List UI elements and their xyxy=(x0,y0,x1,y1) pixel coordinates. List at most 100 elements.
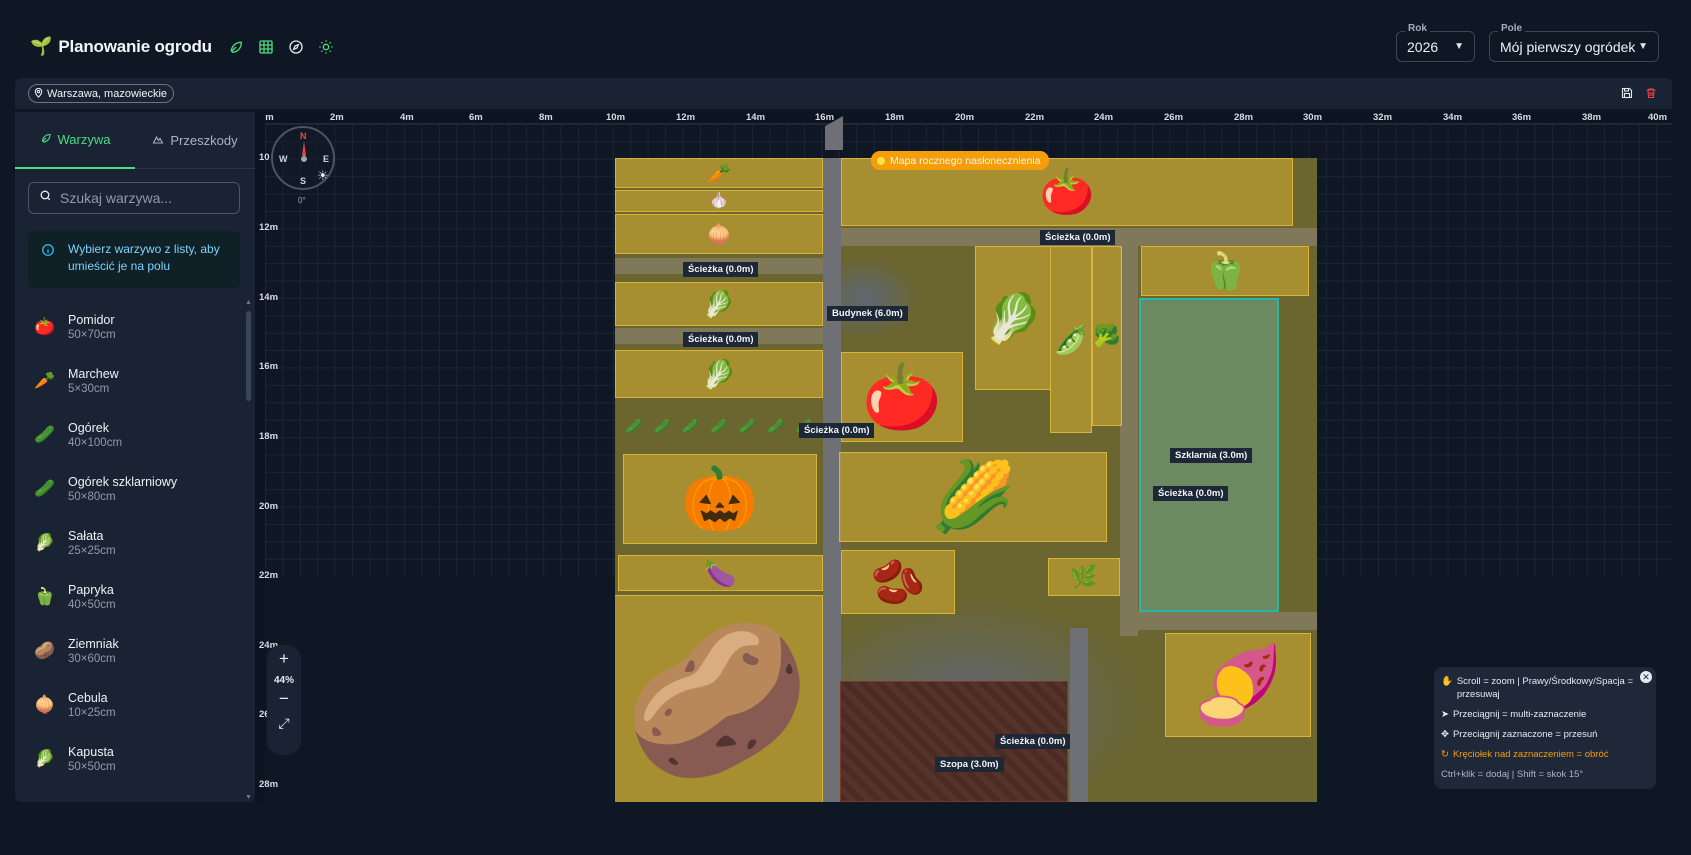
vegetable-name: Ogórek xyxy=(68,421,109,435)
compass-center xyxy=(301,156,307,162)
fit-view-icon[interactable]: ⤢ xyxy=(278,715,290,731)
bed-onion[interactable]: 🧅 xyxy=(615,214,823,254)
vegetable-name: Papryka xyxy=(68,583,114,597)
close-icon[interactable]: ✕ xyxy=(1640,671,1652,683)
path-label: Ścieżka (0.0m) xyxy=(683,332,759,347)
sun-icon[interactable] xyxy=(316,37,336,57)
year-value: 2026 xyxy=(1407,38,1439,55)
bed-lettuce[interactable]: 🥬 xyxy=(615,282,823,326)
cucumber-row[interactable]: 🥒 🥒 🥒 🥒 🥒 🥒 🥒 xyxy=(625,418,815,438)
caret-down-icon: ▼ xyxy=(1638,41,1648,52)
help-row: ➤Przeciągnij = multi-zaznaczenie xyxy=(1441,708,1648,721)
vegetable-size: 10×25cm xyxy=(68,707,116,719)
garden-field[interactable]: 🥕 🧄 🧅 🥬 🥬 🍅 🥬 🫛 🥦 🫑 🍅 🎃 🌽 🍆 🫘 🌿 🥔 🍠 🥒 🥒 … xyxy=(615,158,1317,802)
field-select[interactable]: Pole Mój pierwszy ogródek ▼ xyxy=(1489,23,1659,62)
building[interactable] xyxy=(825,116,843,150)
year-select[interactable]: Rok 2026 ▼ xyxy=(1396,23,1475,62)
bed-carrot[interactable]: 🥕 xyxy=(615,158,823,188)
sun-map-badge[interactable]: Mapa rocznego nasłonecznienia xyxy=(871,151,1049,170)
hand-icon: ✋ xyxy=(1441,676,1453,687)
vegetable-size: 50×80cm xyxy=(68,491,116,503)
info-icon xyxy=(41,243,55,262)
garden-canvas[interactable]: 0m 2m 4m 6m 8m 10m 12m 14m 16m 18m 20m 2… xyxy=(255,112,1672,802)
carrot-icon: 🥕 xyxy=(706,162,732,185)
trash-icon[interactable] xyxy=(1644,86,1658,100)
ruler-tick: 22m xyxy=(259,570,279,581)
herb-icon: 🌿 xyxy=(1070,564,1098,589)
bed-garlic[interactable]: 🧄 xyxy=(615,190,823,212)
scroll-up-icon[interactable]: ▲ xyxy=(245,299,252,306)
compass-south: S xyxy=(300,176,307,186)
greenhouse-label: Szklarnia (3.0m) xyxy=(1170,448,1253,463)
path-segment xyxy=(1120,612,1317,630)
ruler-tick: 10 xyxy=(259,152,270,163)
bed-broccoli[interactable]: 🥦 xyxy=(1092,246,1122,426)
bed-lettuce[interactable]: 🥬 xyxy=(615,350,823,398)
search-input[interactable] xyxy=(60,190,230,206)
ruler-tick: 32m xyxy=(1373,112,1393,123)
ruler-tick: 30m xyxy=(1303,112,1323,123)
bed-corn[interactable]: 🌽 xyxy=(839,452,1107,542)
tab-vegetables-label: Warzywa xyxy=(57,132,111,147)
rotate-icon: ↻ xyxy=(1441,749,1449,760)
help-text: Ctrl+klik = dodaj | Shift = skok 15° xyxy=(1441,769,1584,780)
info-box: Wybierz warzywo z listy, aby umieścić je… xyxy=(28,231,240,288)
ruler-tick: 10m xyxy=(606,112,626,123)
bed-sweet-potato[interactable]: 🍠 xyxy=(1165,633,1311,737)
map-pin-icon xyxy=(33,87,44,101)
compass-degrees: 0° xyxy=(298,196,306,205)
corn-icon: 🌽 xyxy=(930,459,1016,535)
scroll-thumb[interactable] xyxy=(246,311,251,401)
compass-east: E xyxy=(323,154,330,164)
bed-eggplant[interactable]: 🍆 xyxy=(618,555,823,591)
ruler-tick: 34m xyxy=(1443,112,1463,123)
ruler-tick: 28m xyxy=(259,779,279,790)
leaf-icon[interactable] xyxy=(226,37,246,57)
ruler-tick: 16m xyxy=(259,361,279,372)
ruler-tick: 18m xyxy=(885,112,905,123)
compass-icon[interactable] xyxy=(286,37,306,57)
grid-icon[interactable] xyxy=(256,37,276,57)
tab-vegetables[interactable]: Warzywa xyxy=(15,112,135,169)
save-icon[interactable] xyxy=(1620,86,1634,100)
help-row: ✋Scroll = zoom | Prawy/Środkowy/Spacja =… xyxy=(1441,675,1648,701)
compass-needle xyxy=(302,141,306,156)
path-label: Ścieżka (0.0m) xyxy=(995,734,1071,749)
bed-pea[interactable]: 🫛 xyxy=(1050,246,1092,433)
bed-pepper[interactable]: 🫑 xyxy=(1141,246,1309,296)
tab-obstacles[interactable]: Przeszkody xyxy=(135,112,255,169)
bed-pumpkin[interactable]: 🎃 xyxy=(623,454,817,544)
scroll-down-icon[interactable]: ▼ xyxy=(245,794,252,801)
compass-north: N xyxy=(300,131,307,141)
ruler-tick: 18m xyxy=(259,431,279,442)
lettuce-icon: 🥬 xyxy=(701,358,737,390)
zoom-in-button[interactable]: + xyxy=(279,649,289,668)
zoom-out-button[interactable]: − xyxy=(279,689,289,708)
info-text: Wybierz warzywo z listy, aby umieścić je… xyxy=(68,242,220,273)
bed-potato[interactable]: 🥔 xyxy=(615,595,823,802)
ruler-tick: 4m xyxy=(400,112,414,123)
location-chip[interactable]: Warszawa, mazowieckie xyxy=(28,84,175,103)
sweet-potato-icon: 🍠 xyxy=(1190,643,1286,728)
pepper-icon: 🫑 xyxy=(1202,250,1248,291)
seedling-icon: 🌱 xyxy=(30,36,53,56)
bed-beans[interactable]: 🫘 xyxy=(841,550,955,614)
bed-herb[interactable]: 🌿 xyxy=(1048,558,1120,596)
bed-lettuce[interactable]: 🥬 xyxy=(975,246,1051,390)
ruler-tick: 24m xyxy=(1094,112,1114,123)
ruler-tick: 16m xyxy=(815,112,835,123)
potato-icon: 🥔 xyxy=(34,641,56,660)
ruler-top: 0m 2m 4m 6m 8m 10m 12m 14m 16m 18m 20m 2… xyxy=(255,112,1672,124)
list-scrollbar[interactable]: ▲ ▼ xyxy=(245,299,253,801)
compass[interactable]: N S E W ☀ xyxy=(271,126,335,190)
